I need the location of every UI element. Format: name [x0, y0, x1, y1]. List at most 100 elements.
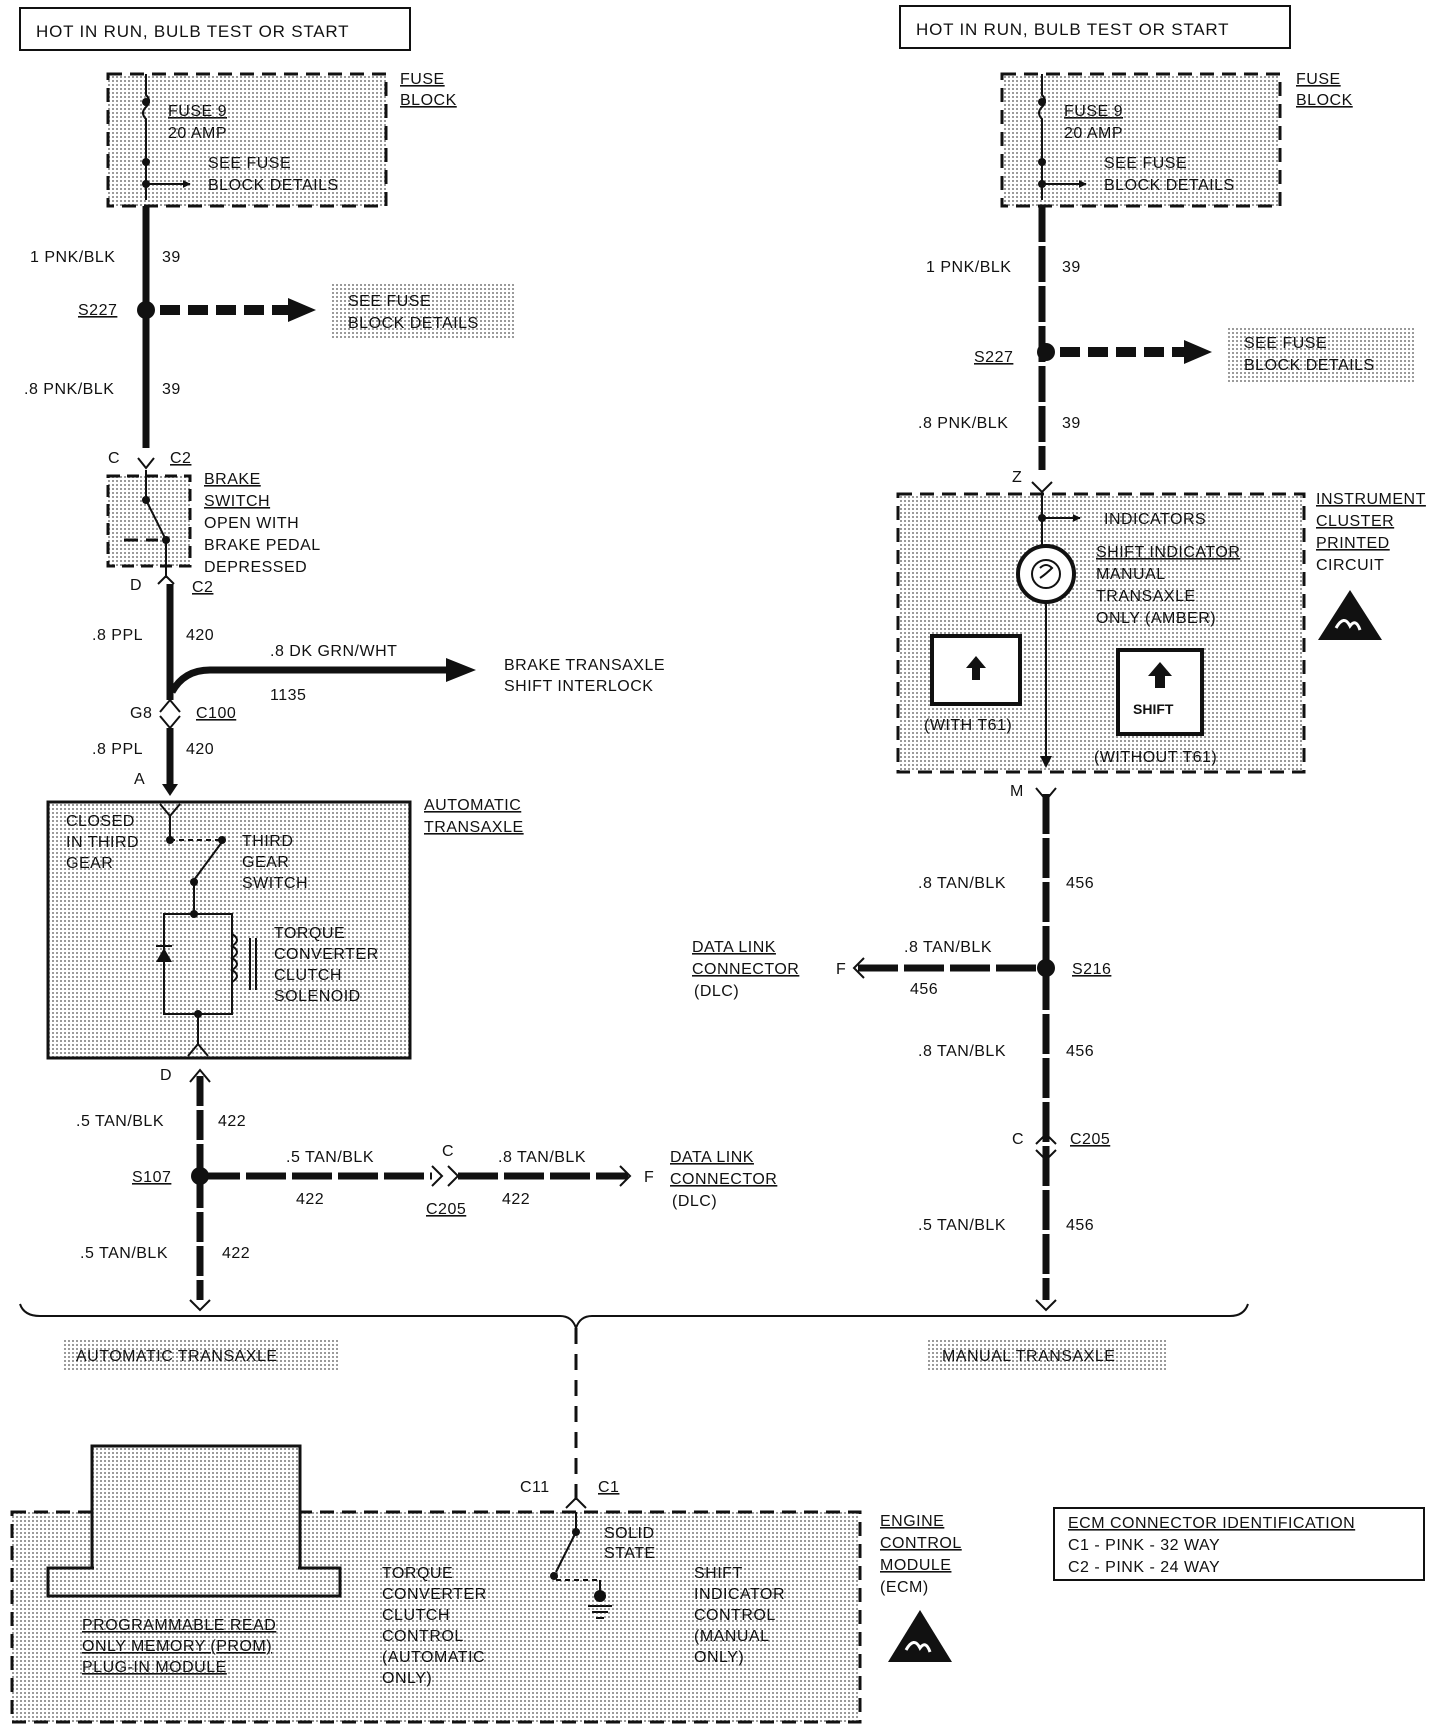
wire-1135 [168, 666, 448, 694]
right-pin-f: F [836, 961, 846, 978]
fuse-right-title-1: FUSE [1296, 71, 1341, 88]
fuse-right-title-2: BLOCK [1296, 92, 1353, 109]
fuse-left-see-1: SEE FUSE [208, 155, 291, 172]
left-dlc-3: (DLC) [672, 1193, 717, 1210]
left-see-1: SEE FUSE [348, 293, 431, 310]
interlock-2: SHIFT INTERLOCK [504, 678, 653, 695]
esd-warning-icon [1318, 590, 1382, 640]
option-brace: AUTOMATIC TRANSAXLE MANUAL TRANSAXLE [19, 1303, 1249, 1500]
fuse-left-title-1: FUSE [400, 71, 445, 88]
left-see-2: BLOCK DETAILS [348, 315, 479, 332]
right-pin-z: Z [1012, 469, 1022, 486]
left-w3-size: .8 PPL [92, 627, 143, 644]
connector-id-row-1: C1 - PINK - 32 WAY [1068, 1537, 1220, 1554]
ecm-pin-c11: C11 [520, 1479, 550, 1496]
left-w6-num: 422 [222, 1245, 250, 1262]
left-dlc-2: CONNECTOR [670, 1171, 777, 1188]
ecm-tcc-5: (AUTOMATIC [382, 1649, 485, 1666]
shift-4: ONLY (AMBER) [1096, 610, 1216, 627]
prom-3: PLUG-IN MODULE [82, 1659, 227, 1676]
brake-text-1: BRAKE [204, 471, 261, 488]
fuse-left-see-2: BLOCK DETAILS [208, 177, 339, 194]
left-pin-d2: D [160, 1067, 172, 1084]
trans-2: TRANSAXLE [424, 819, 524, 836]
left-w4-size: .8 PPL [92, 741, 143, 758]
right-w4-size: .8 TAN/BLK [918, 1043, 1006, 1060]
cluster-3: PRINTED [1316, 535, 1390, 552]
ecm-sic-3: CONTROL [694, 1607, 776, 1624]
ecm-pin-c1: C1 [598, 1479, 619, 1496]
splice-s227-right [1037, 343, 1055, 361]
instrument-cluster [896, 492, 1306, 774]
fuse-block-left: FUSE 9 20 AMP SEE FUSE BLOCK DETAILS FUS… [106, 71, 456, 208]
fuse-left-name: FUSE 9 [168, 103, 227, 120]
left-splice: S227 [78, 302, 117, 319]
closed-2: IN THIRD [66, 834, 139, 851]
connector-id-row-2: C2 - PINK - 24 WAY [1068, 1559, 1220, 1576]
right-w5-size: .5 TAN/BLK [918, 1217, 1006, 1234]
header-right-text: HOT IN RUN, BULB TEST OR START [916, 20, 1229, 39]
right-w1-size: 1 PNK/BLK [926, 259, 1011, 276]
ecm-connector-identification: ECM CONNECTOR IDENTIFICATION C1 - PINK -… [1053, 1507, 1425, 1581]
left-w5-size: .5 TAN/BLK [76, 1113, 164, 1130]
left-splice2: S107 [132, 1169, 171, 1186]
left-branch-num: 1135 [270, 687, 306, 704]
ecm-tcc-4: CONTROL [382, 1628, 464, 1645]
left-conn-c205: C205 [426, 1201, 466, 1218]
cluster-4: CIRCUIT [1316, 557, 1384, 574]
cluster-1: INSTRUMENT [1316, 491, 1426, 508]
left-h1-num: 422 [296, 1191, 324, 1208]
splice-s216 [1037, 959, 1055, 977]
ecm-title-2: CONTROL [880, 1535, 962, 1552]
brake-text-4: BRAKE PEDAL [204, 537, 321, 554]
left-w1-num: 39 [162, 249, 181, 266]
ecm: C11 C1 PROGRAMMABLE READ ONLY MEMORY (PR… [10, 1444, 962, 1724]
left-circuit: 1 PNK/BLK 39 S227 SEE FUSE BLOCK DETAILS… [24, 206, 777, 1312]
left-pin-f: F [644, 1169, 654, 1186]
fuse-right-see-1: SEE FUSE [1104, 155, 1187, 172]
fuse-right-name: FUSE 9 [1064, 103, 1123, 120]
splice-s227-left [137, 301, 155, 319]
shift-word: SHIFT [1133, 701, 1174, 717]
right-dlc-3: (DLC) [694, 983, 739, 1000]
left-h2-num: 422 [502, 1191, 530, 1208]
with-t61: (WITH T61) [924, 717, 1012, 734]
left-branch-size: .8 DK GRN/WHT [270, 643, 397, 660]
ecm-sic-2: INDICATOR [694, 1586, 785, 1603]
right-see-2: BLOCK DETAILS [1244, 357, 1375, 374]
left-w5-num: 422 [218, 1113, 246, 1130]
right-h-num: 456 [910, 981, 938, 998]
connector-id-title: ECM CONNECTOR IDENTIFICATION [1068, 1515, 1355, 1532]
right-pin-c: C [1012, 1131, 1024, 1148]
header-right: HOT IN RUN, BULB TEST OR START [899, 5, 1291, 49]
tcc-1: TORQUE [274, 925, 345, 942]
left-conn-c2: C2 [170, 450, 191, 467]
left-dlc-1: DATA LINK [670, 1149, 754, 1166]
fuse-block-right: FUSE 9 20 AMP SEE FUSE BLOCK DETAILS FUS… [1000, 71, 1353, 208]
right-w2-size: .8 PNK/BLK [918, 415, 1008, 432]
left-h2-size: .8 TAN/BLK [498, 1149, 586, 1166]
left-pin-c3: C [442, 1143, 454, 1160]
right-w3-size: .8 TAN/BLK [918, 875, 1006, 892]
left-w6-size: .5 TAN/BLK [80, 1245, 168, 1262]
prom-module [46, 1444, 342, 1598]
right-w2-num: 39 [1062, 415, 1081, 432]
right-w1-num: 39 [1062, 259, 1081, 276]
ecm-title-3: MODULE [880, 1557, 951, 1574]
shift-2: MANUAL [1096, 566, 1166, 583]
right-w5-num: 456 [1066, 1217, 1094, 1234]
right-circuit: 1 PNK/BLK 39 S227 SEE FUSE BLOCK DETAILS… [692, 206, 1426, 1312]
cluster-2: CLUSTER [1316, 513, 1394, 530]
ecm-sic-5: ONLY) [694, 1649, 744, 1666]
right-w4-num: 456 [1066, 1043, 1094, 1060]
right-w3-num: 456 [1066, 875, 1094, 892]
ecm-sic-4: (MANUAL [694, 1628, 770, 1645]
left-pin-a: A [134, 771, 145, 788]
trans-1: AUTOMATIC [424, 797, 521, 814]
shift-1: SHIFT INDICATOR [1096, 544, 1240, 561]
tcc-3: CLUTCH [274, 967, 342, 984]
ecm-tcc-2: CONVERTER [382, 1586, 487, 1603]
up-arrow-icon [1148, 662, 1172, 688]
left-h1-size: .5 TAN/BLK [286, 1149, 374, 1166]
